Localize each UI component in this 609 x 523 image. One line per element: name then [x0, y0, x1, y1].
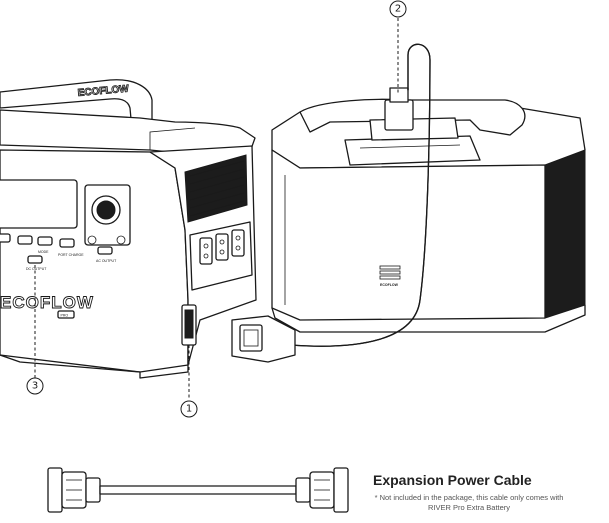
connected-expansion-cable — [231, 43, 431, 363]
cable-title: Expansion Power Cable — [373, 472, 532, 488]
river-pro-extra-battery: ECOFLOW — [271, 87, 586, 333]
callout-1: 1 — [180, 345, 198, 418]
port-label-mode: MODE — [38, 250, 49, 254]
left-unit-brand-logo: ECOFLOW — [0, 293, 94, 312]
handle-brand-text: ECOFLOW — [77, 84, 129, 99]
left-unit-screen — [0, 179, 78, 229]
svg-text:ECOFLOW: ECOFLOW — [380, 283, 399, 287]
svg-text:1: 1 — [186, 404, 192, 415]
port-label-port-charge: PORT CHARGE — [58, 253, 84, 257]
extra-battery-body — [271, 149, 546, 321]
port-label-dc-output: DC OUTPUT — [26, 267, 47, 271]
expansion-power-cable-drawing — [47, 467, 349, 513]
left-unit-pro-badge: PRO — [61, 314, 69, 318]
river-pro-main-unit: ECOFLOW — [0, 79, 257, 379]
port-label-ac-output: AC OUTPUT — [96, 259, 117, 263]
callout-3: 3 — [26, 265, 44, 395]
extra-battery-brand-mark: ECOFLOW — [379, 265, 401, 287]
extra-battery-side — [544, 149, 586, 319]
svg-text:2: 2 — [395, 4, 401, 15]
cable-note: * Not included in the package, this cabl… — [374, 493, 564, 512]
svg-text:3: 3 — [32, 381, 38, 392]
callout-2: 2 — [389, 0, 407, 95]
